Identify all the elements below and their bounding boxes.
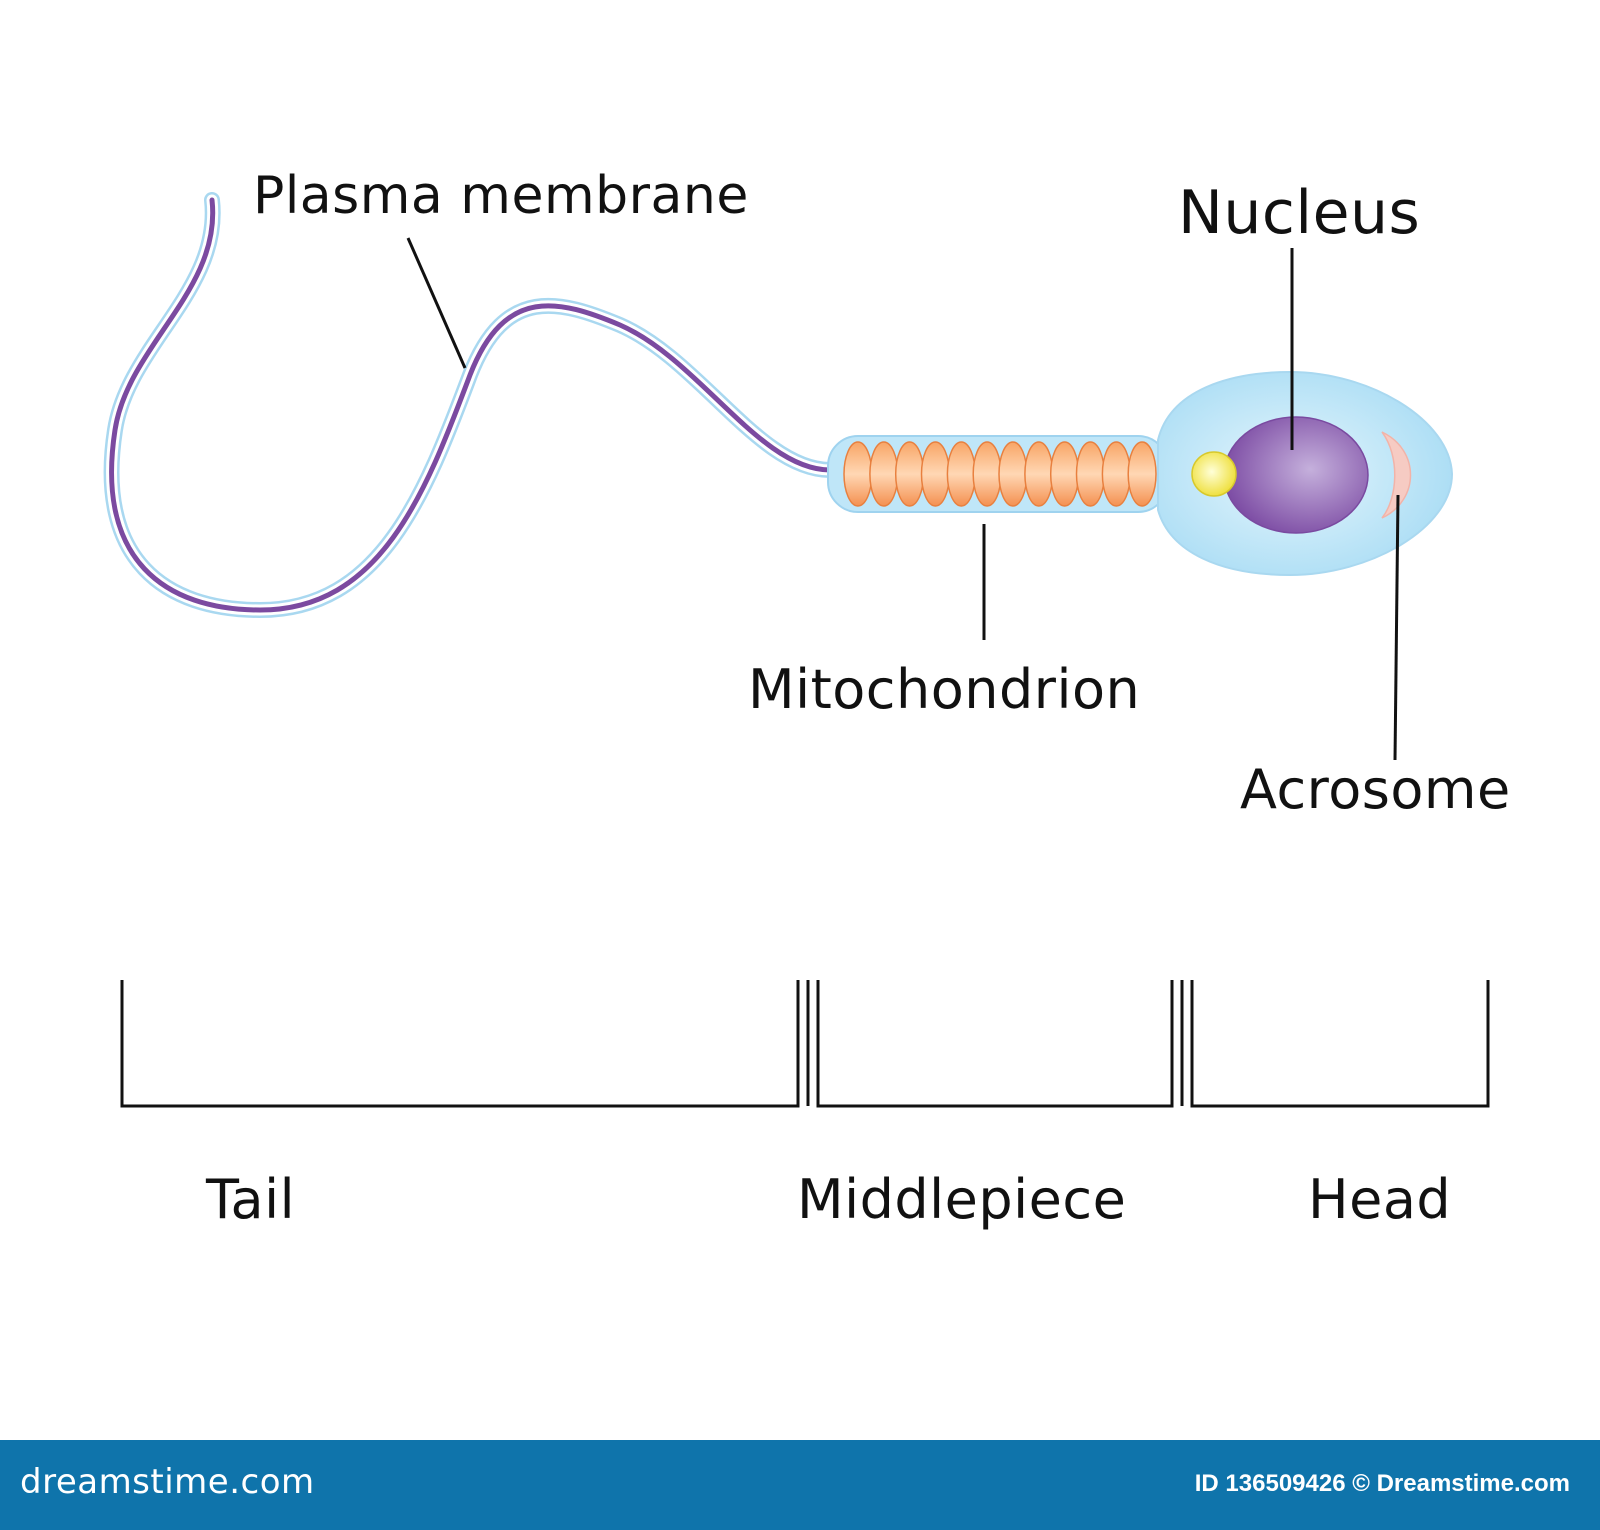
mitochondrion-coil: [1127, 441, 1157, 507]
mitochondrion-coil: [1101, 441, 1131, 507]
mitochondrion-coil: [894, 441, 925, 507]
footer-brand: dreamstime.com: [20, 1462, 315, 1502]
acrosome-leader: [1393, 494, 1400, 761]
middlepiece: [827, 435, 1169, 513]
acrosome-label: Acrosome: [1240, 758, 1511, 821]
mitochondria-coils: [843, 441, 1157, 507]
footer-image-id: ID 136509426 © Dreamstime.com: [1194, 1470, 1570, 1497]
mitochondrion-coil: [1024, 441, 1054, 507]
head-label: Head: [1308, 1168, 1452, 1231]
plasma-membrane-label: Plasma membrane: [253, 166, 749, 226]
mitochondrion-coil: [946, 441, 976, 507]
mitochondrion-coil: [920, 441, 951, 507]
footer-bar: dreamstime.com ID 136509426 © Dreamstime…: [0, 1440, 1600, 1530]
acrosome: [1381, 431, 1412, 519]
tail-axoneme: [109, 197, 833, 613]
middlepiece-label: Middlepiece: [797, 1168, 1127, 1231]
mitochondrion-coil: [972, 441, 1002, 507]
mitochondrion-coil: [843, 441, 873, 507]
sperm-cell-diagram: [103, 192, 1490, 1108]
nucleus-label: Nucleus: [1178, 178, 1421, 248]
mitochondrion-coil: [1075, 441, 1106, 507]
head-bracket: [1190, 980, 1490, 1108]
centriole: [1191, 451, 1237, 497]
nucleus: [1223, 416, 1369, 534]
plasma-membrane-leader: [406, 237, 467, 369]
mitochondrion-coil: [869, 441, 899, 507]
head: [1157, 370, 1454, 577]
tail-flagellum: [103, 192, 838, 619]
mitochondrion-label: Mitochondrion: [748, 658, 1141, 721]
mitochondrion-coil: [1049, 441, 1080, 507]
middlepiece-bracket: [816, 980, 1174, 1108]
tail-label: Tail: [206, 1168, 296, 1231]
tail-bracket: [120, 980, 800, 1108]
mitochondrion-coil: [998, 441, 1028, 507]
